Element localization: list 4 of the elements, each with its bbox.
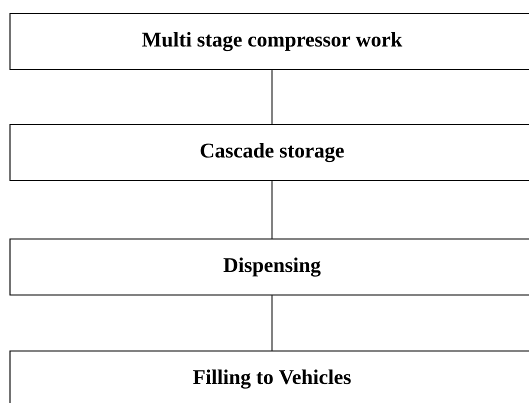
process-box: Filling to Vehicles — [9, 350, 529, 403]
process-box: Multi stage compressor work — [9, 12, 529, 70]
process-box: Cascade storage — [9, 124, 529, 182]
process-box: Dispensing — [9, 238, 529, 296]
